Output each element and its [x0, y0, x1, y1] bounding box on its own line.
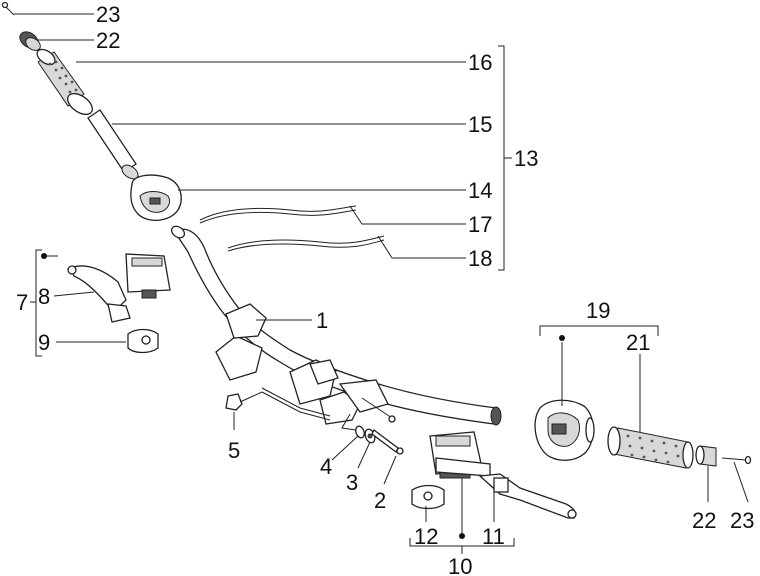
left-brake-assembly	[67, 253, 171, 354]
callout-5: 5	[228, 438, 240, 463]
callout-7: 7	[16, 290, 28, 315]
leader-lines	[14, 13, 749, 554]
right-grip-assembly	[607, 426, 752, 469]
throttle-cables	[199, 205, 385, 252]
reference-dots	[41, 253, 565, 539]
callout-1: 1	[316, 308, 328, 333]
callout-18: 18	[468, 246, 492, 271]
left-grip-assembly	[1, 1, 182, 221]
callout-22-bottom: 22	[692, 508, 716, 533]
callout-23-bottom: 23	[730, 508, 754, 533]
callout-2: 2	[374, 488, 386, 513]
callout-23-top: 23	[96, 2, 120, 27]
callout-17: 17	[468, 212, 492, 237]
callout-8: 8	[38, 284, 50, 309]
callout-13: 13	[514, 146, 538, 171]
callout-10: 10	[448, 554, 472, 576]
callout-3: 3	[346, 470, 358, 495]
right-switch-housing	[534, 399, 595, 461]
callout-9: 9	[38, 330, 50, 355]
callout-12: 12	[414, 524, 438, 549]
fasteners	[225, 391, 404, 455]
callout-15: 15	[468, 112, 492, 137]
callout-21: 21	[626, 330, 650, 355]
callout-labels: 23 22 16 15 13 14 17 18 7 8 9 1 19 21 5 …	[16, 2, 754, 576]
right-brake-assembly	[411, 431, 577, 519]
callout-16: 16	[468, 50, 492, 75]
callout-19: 19	[586, 298, 610, 323]
handlebar	[170, 225, 502, 431]
callout-11: 11	[482, 524, 505, 549]
callout-22-top: 22	[96, 28, 120, 53]
callout-14: 14	[468, 178, 492, 203]
callout-4: 4	[320, 454, 332, 479]
